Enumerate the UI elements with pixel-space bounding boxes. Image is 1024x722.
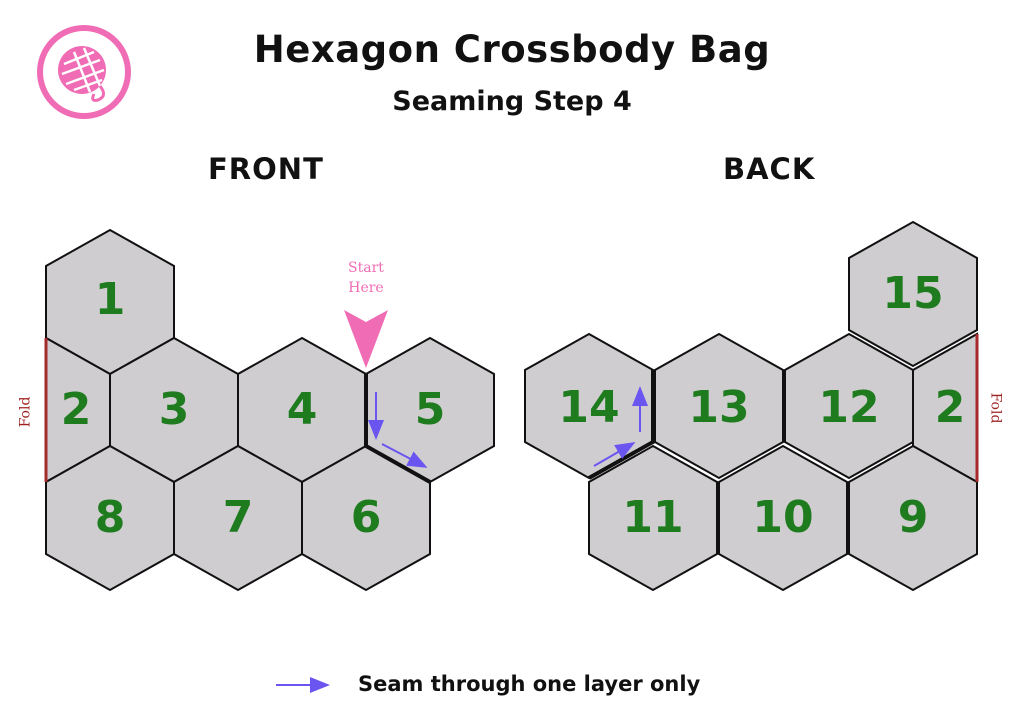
start-here-triangle-icon (344, 310, 388, 368)
hex-label-front-6: 6 (351, 492, 382, 543)
hex-label-back-15: 15 (882, 268, 943, 319)
hexagon-back-11 (588, 444, 718, 592)
hex-label-back-9: 9 (898, 492, 929, 543)
back-section-label: BACK (723, 152, 816, 186)
hex-label-front-3: 3 (159, 384, 190, 435)
page-subtitle: Seaming Step 4 (392, 86, 632, 117)
hex-label-front-2: 2 (61, 384, 92, 435)
hex-label-back-11: 11 (622, 492, 683, 543)
hex-label-front-5: 5 (415, 384, 446, 435)
front-seam-edges (364, 374, 431, 484)
front-hexagons (45, 228, 495, 592)
back-numbers: 15 14 13 12 2 11 10 9 (558, 268, 965, 543)
hex-label-back-10: 10 (752, 492, 813, 543)
fold-label-left: Fold (17, 396, 34, 428)
hex-label-front-1: 1 (95, 274, 126, 325)
start-here-label: Start Here (336, 258, 396, 298)
hex-label-front-8: 8 (95, 492, 126, 543)
hex-label-front-4: 4 (287, 384, 318, 435)
front-section-label: FRONT (208, 152, 324, 186)
front-numbers: 1 2 3 4 5 8 7 6 (61, 274, 446, 543)
hexagon-back-15 (848, 220, 978, 368)
hexagon-back-10 (718, 444, 848, 592)
seam-arrow-icon (593, 441, 636, 467)
hex-label-back-12: 12 (818, 382, 879, 433)
back-seam-edges (588, 370, 655, 480)
hex-label-back-13: 13 (688, 382, 749, 433)
hex-label-front-7: 7 (223, 492, 254, 543)
hex-label-back-2: 2 (935, 382, 966, 433)
start-here-line2: Here (348, 280, 384, 296)
legend-text: Seam through one layer only (358, 672, 701, 696)
seam-arrow-icon (381, 443, 428, 468)
start-here-line1: Start (348, 260, 384, 276)
yarn-ball-logo-icon (37, 25, 131, 119)
page-title: Hexagon Crossbody Bag (253, 28, 771, 71)
hex-label-back-14: 14 (558, 382, 619, 433)
fold-label-right: Fold (987, 392, 1004, 424)
